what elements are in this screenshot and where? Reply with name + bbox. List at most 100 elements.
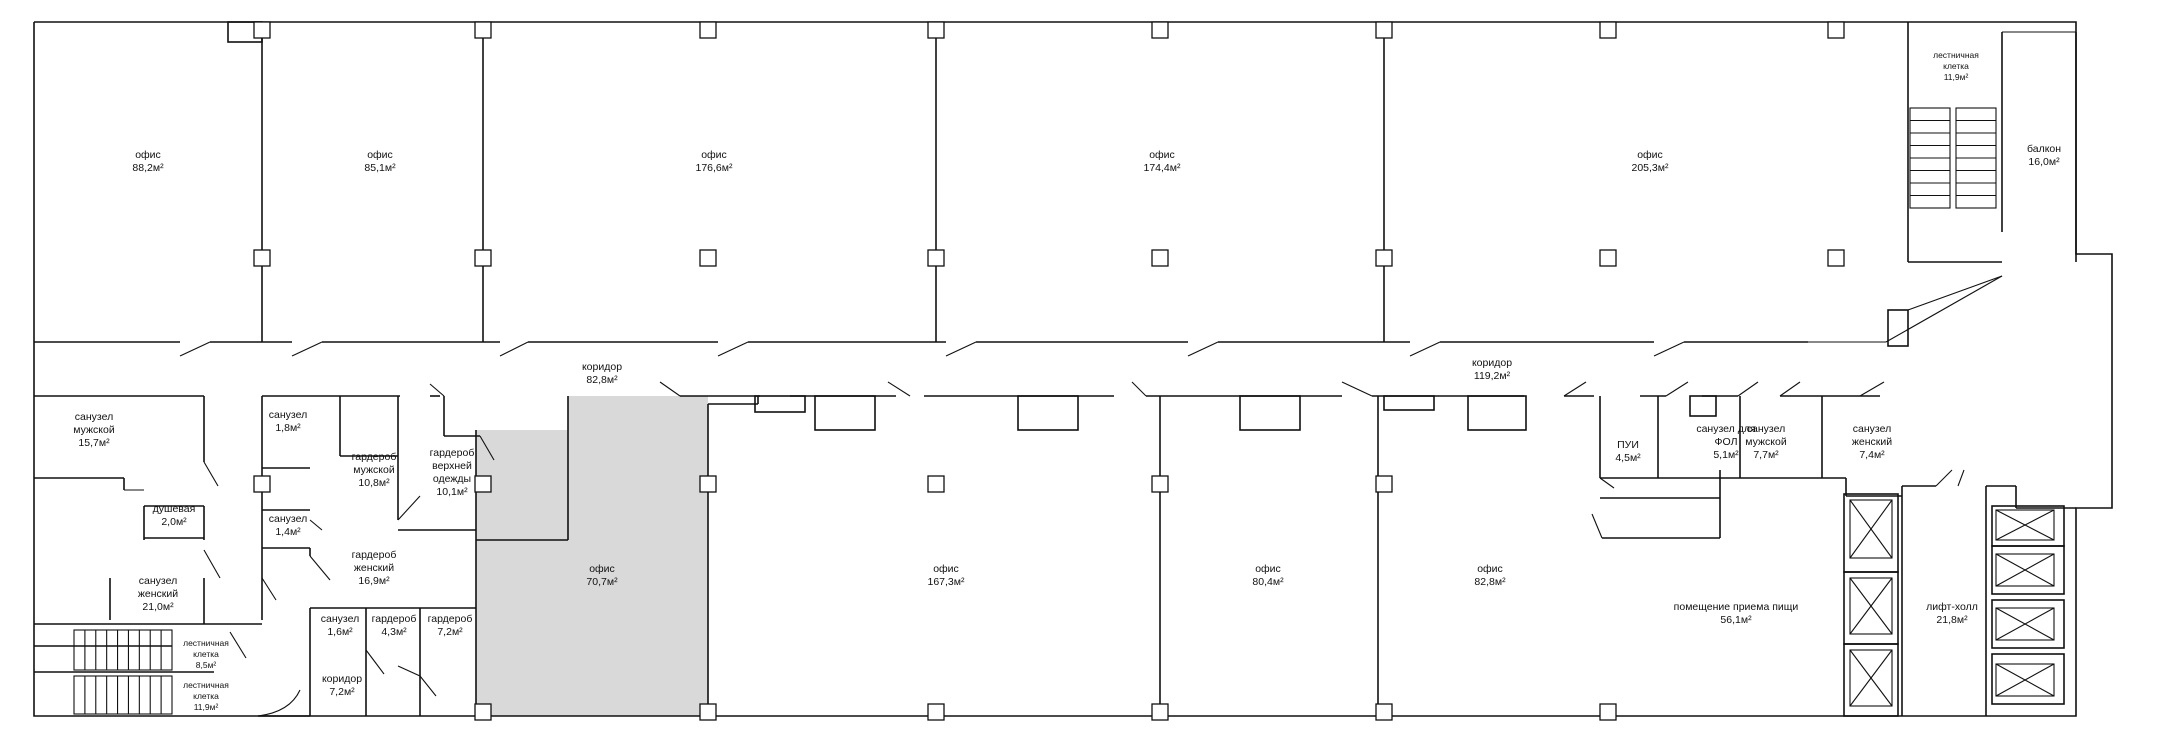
corridor-fixtures bbox=[227, 21, 1909, 431]
room-area: 7,4м² bbox=[1859, 449, 1885, 461]
room-area: 1,4м² bbox=[275, 526, 301, 538]
room-area: 8,5м² bbox=[196, 660, 217, 670]
lift-cars bbox=[1849, 499, 2055, 707]
room-name: лестничная bbox=[183, 638, 229, 648]
room-name: гардероб bbox=[352, 451, 397, 463]
room-area: 10,8м² bbox=[358, 477, 390, 489]
room-name: офис bbox=[589, 563, 615, 575]
room-area: 15,7м² bbox=[78, 437, 110, 449]
room-name: мужской bbox=[73, 424, 115, 436]
lower-right-rooms bbox=[1159, 396, 2076, 716]
column bbox=[474, 703, 492, 721]
lift-car-icon bbox=[1995, 607, 2055, 641]
column bbox=[1599, 21, 1617, 39]
column bbox=[927, 475, 945, 493]
column bbox=[253, 249, 271, 267]
room-area: 16,0м² bbox=[2028, 156, 2060, 168]
room-area: 10,1м² bbox=[436, 486, 468, 498]
room-name: мужской bbox=[1745, 436, 1787, 448]
room-area: 1,6м² bbox=[327, 626, 353, 638]
room-area: 82,8м² bbox=[586, 374, 618, 386]
room-name: лифт-холл bbox=[1926, 601, 1978, 613]
room-area: 56,1м² bbox=[1720, 614, 1752, 626]
room-name: санузел bbox=[269, 513, 307, 525]
room-name: офис bbox=[135, 149, 161, 161]
room-name: офис bbox=[933, 563, 959, 575]
column bbox=[927, 249, 945, 267]
room-name: санузел для bbox=[1696, 423, 1755, 435]
column bbox=[1827, 249, 1845, 267]
room-area: 82,8м² bbox=[1474, 576, 1506, 588]
room-area: 119,2м² bbox=[1474, 370, 1511, 382]
lower-left-rooms bbox=[34, 383, 709, 717]
room-name: офис bbox=[701, 149, 727, 161]
room-name: санузел bbox=[139, 575, 177, 587]
room-name: офис bbox=[1255, 563, 1281, 575]
room-area: 7,2м² bbox=[437, 626, 463, 638]
room-area: 7,2м² bbox=[329, 686, 355, 698]
room-area: 85,1м² bbox=[364, 162, 396, 174]
room-name: душевая bbox=[153, 503, 196, 515]
outer-walls bbox=[33, 21, 2113, 717]
structural-columns bbox=[253, 21, 1845, 721]
room-name: женский bbox=[1852, 436, 1892, 448]
lift-car-icon bbox=[1849, 649, 1893, 707]
room-area: 4,3м² bbox=[381, 626, 407, 638]
room-area: 4,5м² bbox=[1615, 452, 1641, 464]
lift-car-icon bbox=[1849, 577, 1893, 635]
room-name: гардероб bbox=[430, 447, 475, 459]
room-name: клетка bbox=[1943, 61, 1969, 71]
column bbox=[1599, 249, 1617, 267]
lift-shafts-left bbox=[1843, 493, 1899, 717]
lift-shafts-right bbox=[1991, 505, 2065, 705]
room-name: санузел bbox=[321, 613, 359, 625]
lift-car-icon bbox=[1995, 663, 2055, 697]
room-name: женский bbox=[354, 562, 394, 574]
room-name: лестничная bbox=[1933, 50, 1979, 60]
room-name: ПУИ bbox=[1617, 439, 1639, 451]
room-name: санузел bbox=[1853, 423, 1891, 435]
column bbox=[1375, 21, 1393, 39]
column bbox=[1151, 21, 1169, 39]
column bbox=[253, 21, 271, 39]
room-name: офис bbox=[367, 149, 393, 161]
room-name: гардероб bbox=[428, 613, 473, 625]
room-name: офис bbox=[1477, 563, 1503, 575]
room-name: клетка bbox=[193, 649, 219, 659]
room-name: лестничная bbox=[183, 680, 229, 690]
room-area: 176,6м² bbox=[696, 162, 733, 174]
room-name: санузел bbox=[1747, 423, 1785, 435]
column bbox=[699, 475, 717, 493]
room-area: 16,9м² bbox=[358, 575, 390, 587]
column bbox=[1151, 703, 1169, 721]
room-name: мужской bbox=[353, 464, 395, 476]
stair-treads-top-right bbox=[1910, 119, 1996, 197]
room-name: клетка bbox=[193, 691, 219, 701]
